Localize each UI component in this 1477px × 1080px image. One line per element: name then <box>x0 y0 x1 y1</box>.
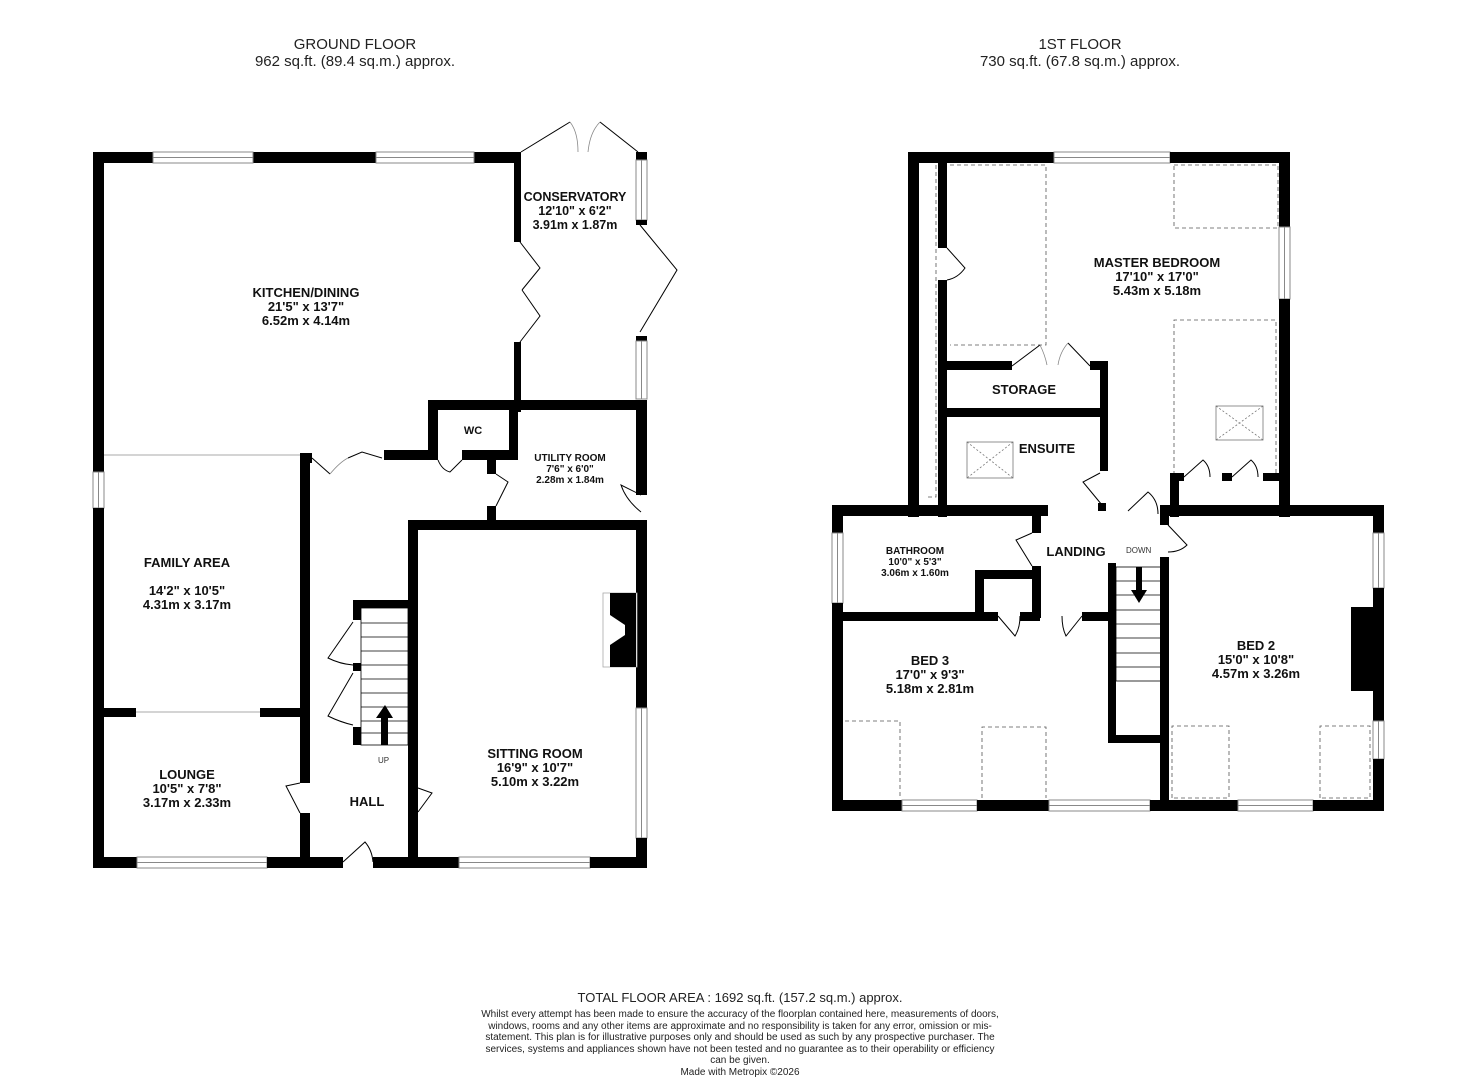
room-metric-size: 3.91m x 1.87m <box>532 218 618 232</box>
room-imperial-size: 17'10" x 17'0" <box>1115 269 1199 284</box>
room-bathroom: BATHROOM 10'0" x 5'3" 3.06m x 1.60m <box>860 546 970 579</box>
stair-up-arrow <box>376 705 393 745</box>
room-name: SITTING ROOM <box>487 746 583 761</box>
stairs-up-label: UP <box>378 756 390 765</box>
room-wc: WC <box>448 424 498 438</box>
room-bed-3: BED 3 17'0" x 9'3" 5.18m x 2.81m <box>870 654 990 696</box>
room-metric-size: 2.28m x 1.84m <box>536 475 604 486</box>
window <box>1237 799 1314 812</box>
window <box>136 856 268 869</box>
window <box>635 707 648 839</box>
room-hall: HALL <box>337 795 397 809</box>
room-name: ENSUITE <box>1018 441 1076 456</box>
room-metric-size: 6.52m x 4.14m <box>261 313 351 328</box>
stair-down-arrow <box>1131 567 1147 603</box>
room-name: FAMILY AREA <box>143 555 231 570</box>
room-storage: STORAGE <box>984 383 1064 397</box>
room-imperial-size: 7'6" x 6'0" <box>546 464 594 475</box>
room-family-area: FAMILY AREA 14'2" x 10'5" 4.31m x 3.17m <box>132 556 242 612</box>
room-imperial-size: 15'0" x 10'8" <box>1217 652 1295 667</box>
room-imperial-size: 21'5" x 13'7" <box>267 299 345 314</box>
room-master-bedroom: MASTER BEDROOM 17'10" x 17'0" 5.43m x 5.… <box>1082 256 1232 298</box>
window <box>1372 720 1385 760</box>
room-name: CONSERVATORY <box>523 190 627 204</box>
room-ensuite: ENSUITE <box>1012 442 1082 456</box>
skylight <box>966 405 1264 479</box>
room-name: UTILITY ROOM <box>534 453 606 464</box>
made-with-credit: Made with Metropix ©2026 <box>680 1066 800 1078</box>
stairs-down-label: DOWN <box>1126 546 1152 555</box>
room-metric-size: 4.31m x 3.17m <box>142 597 232 612</box>
room-imperial-size: 12'10" x 6'2" <box>538 204 612 218</box>
first-floor-title: 1ST FLOOR <box>1038 36 1122 53</box>
room-name: STORAGE <box>991 382 1057 397</box>
eaves-outline <box>845 720 1371 799</box>
ground-floor-heading: GROUND FLOOR 962 sq.ft. (89.4 sq.m.) app… <box>180 36 530 70</box>
room-metric-size: 3.17m x 2.33m <box>142 795 232 810</box>
room-name: LANDING <box>1046 544 1106 559</box>
ground-floor-plan <box>92 121 678 869</box>
window <box>1048 799 1151 812</box>
first-floor-area: 730 sq.ft. (67.8 sq.m.) approx. <box>979 53 1181 70</box>
first-floor-plan <box>831 151 1385 812</box>
room-metric-size: 5.18m x 2.81m <box>885 681 975 696</box>
room-name: MASTER BEDROOM <box>1093 255 1221 270</box>
window <box>831 532 844 604</box>
footer: TOTAL FLOOR AREA : 1692 sq.ft. (157.2 sq… <box>440 990 1040 1078</box>
window <box>152 151 475 164</box>
window <box>1053 151 1171 164</box>
room-metric-size: 3.06m x 1.60m <box>881 568 949 579</box>
room-bed-2: BED 2 15'0" x 10'8" 4.57m x 3.26m <box>1196 639 1316 681</box>
total-floor-area: TOTAL FLOOR AREA : 1692 sq.ft. (157.2 sq… <box>577 990 903 1005</box>
room-name: BED 2 <box>1236 638 1276 653</box>
window <box>901 799 978 812</box>
room-name: LOUNGE <box>159 767 215 782</box>
disclaimer: Whilst every attempt has been made to en… <box>481 1009 999 1066</box>
room-name: HALL <box>349 794 385 809</box>
room-name: BED 3 <box>910 653 950 668</box>
room-name: WC <box>463 425 483 437</box>
room-metric-size: 4.57m x 3.26m <box>1211 666 1301 681</box>
room-imperial-size: 16'9" x 10'7" <box>496 760 574 775</box>
ground-floor-area: 962 sq.ft. (89.4 sq.m.) approx. <box>254 53 456 70</box>
window <box>1278 226 1291 300</box>
room-name: KITCHEN/DINING <box>252 285 360 300</box>
room-conservatory: CONSERVATORY 12'10" x 6'2" 3.91m x 1.87m <box>510 190 640 232</box>
room-imperial-size: 10'0" x 5'3" <box>888 557 942 568</box>
room-landing: LANDING <box>1040 545 1112 559</box>
ground-floor-title: GROUND FLOOR <box>293 36 417 53</box>
room-sitting-room: SITTING ROOM 16'9" x 10'7" 5.10m x 3.22m <box>465 747 605 789</box>
room-imperial-size: 17'0" x 9'3" <box>895 667 965 682</box>
room-imperial-size: 14'2" x 10'5" <box>148 583 226 598</box>
room-metric-size: 5.10m x 3.22m <box>490 774 580 789</box>
eaves-outline <box>925 164 1279 498</box>
window <box>635 340 648 400</box>
window <box>1372 532 1385 589</box>
room-name: BATHROOM <box>885 546 945 557</box>
room-lounge: LOUNGE 10'5" x 7'8" 3.17m x 2.33m <box>132 768 242 810</box>
room-kitchen-dining: KITCHEN/DINING 21'5" x 13'7" 6.52m x 4.1… <box>236 286 376 328</box>
window <box>458 856 591 869</box>
room-metric-size: 5.43m x 5.18m <box>1112 283 1202 298</box>
first-floor-heading: 1ST FLOOR 730 sq.ft. (67.8 sq.m.) approx… <box>920 36 1240 70</box>
room-utility: UTILITY ROOM 7'6" x 6'0" 2.28m x 1.84m <box>520 453 620 486</box>
room-imperial-size: 10'5" x 7'8" <box>152 781 222 796</box>
window <box>92 471 105 509</box>
